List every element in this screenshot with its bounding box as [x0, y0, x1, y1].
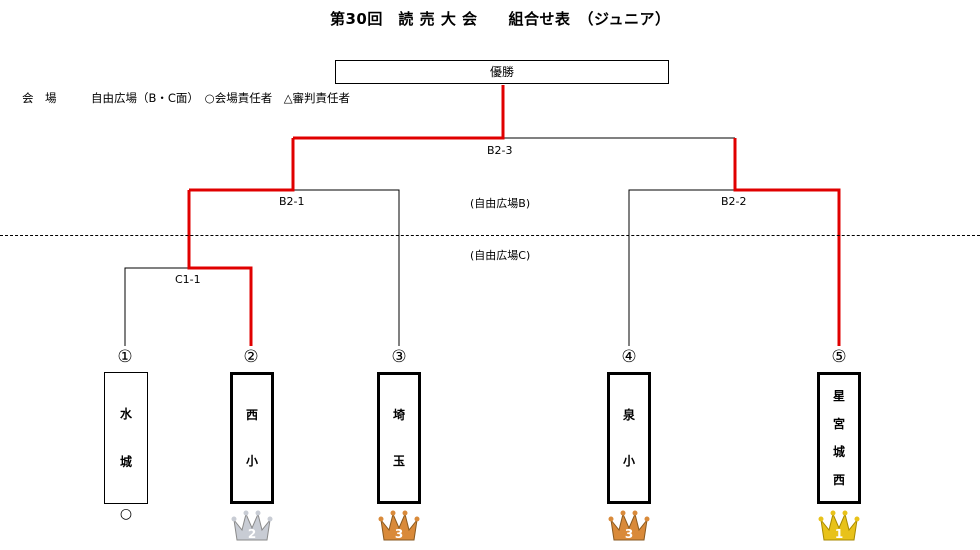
match-label-final: B2-3 [487, 144, 513, 157]
bracket-line-semi-left-winner [189, 138, 295, 192]
team-name-char: 西 [245, 407, 258, 422]
bracket-line-c11-winner [187, 190, 253, 346]
team-box-4: 泉 小 [607, 372, 651, 504]
crown-icon: 2 [231, 510, 273, 541]
bracket-line-semi-right-winner [733, 138, 841, 346]
seed-1: ① [117, 347, 133, 367]
page-title: 第30回 読 売 大 会 組合せ表 （ジュニア） [330, 10, 671, 28]
crown-rank: 2 [248, 527, 256, 541]
bracket-line-semi-left-right [293, 189, 400, 346]
crown-rank: 3 [625, 527, 633, 541]
team-name-char: 小 [245, 454, 258, 469]
crown-icon: 3 [378, 510, 420, 541]
team-name-char: 小 [622, 454, 635, 469]
venue-location: 自由広場（B・C面） [91, 91, 194, 105]
bracket-line-final-left [293, 85, 505, 140]
champion-box: 優勝 [335, 60, 669, 84]
seed-4: ④ [621, 347, 637, 367]
venue-c-label: (自由広場C) [470, 249, 531, 262]
team-name-char: 水 [119, 407, 132, 421]
venue-label: 会 場 [22, 91, 57, 105]
match-label-semi-right: B2-2 [721, 195, 747, 208]
crown-icon: 3 [608, 510, 650, 541]
team-name-char: 宮 [832, 417, 845, 431]
bracket-line-c11-left [124, 267, 189, 346]
crown-rank: 3 [395, 527, 403, 541]
team-name-char: 城 [832, 445, 845, 459]
venue-legend: ○会場責任者 △審判責任者 [204, 91, 351, 105]
team-box-3: 埼 玉 [377, 372, 421, 504]
team-name-char: 玉 [392, 454, 405, 469]
team-box-1: 水 城 [104, 372, 148, 504]
crown-rank: 1 [835, 527, 843, 541]
team-name-char: 城 [119, 455, 132, 469]
venue-responsible-mark: ○ [119, 506, 133, 522]
crown-icon: 1 [818, 510, 860, 541]
team-name-char: 西 [832, 473, 845, 487]
team-name-char: 泉 [622, 407, 635, 422]
seed-3: ③ [391, 347, 407, 367]
venue-divider [0, 235, 980, 236]
team-name-char: 埼 [392, 407, 405, 422]
match-label-semi-left: B2-1 [279, 195, 305, 208]
match-label-first-round: C1-1 [175, 273, 201, 286]
team-box-2: 西 小 [230, 372, 274, 504]
bracket-line-semi-right-left [628, 189, 735, 346]
seed-2: ② [243, 347, 259, 367]
venue-b-label: (自由広場B) [470, 197, 531, 210]
team-box-5: 星 宮 城 西 [817, 372, 861, 504]
seed-5: ⑤ [831, 347, 847, 367]
venue-info: 会 場 自由広場（B・C面） ○会場責任者 △審判責任者 [22, 90, 350, 106]
team-name-char: 星 [832, 389, 845, 403]
